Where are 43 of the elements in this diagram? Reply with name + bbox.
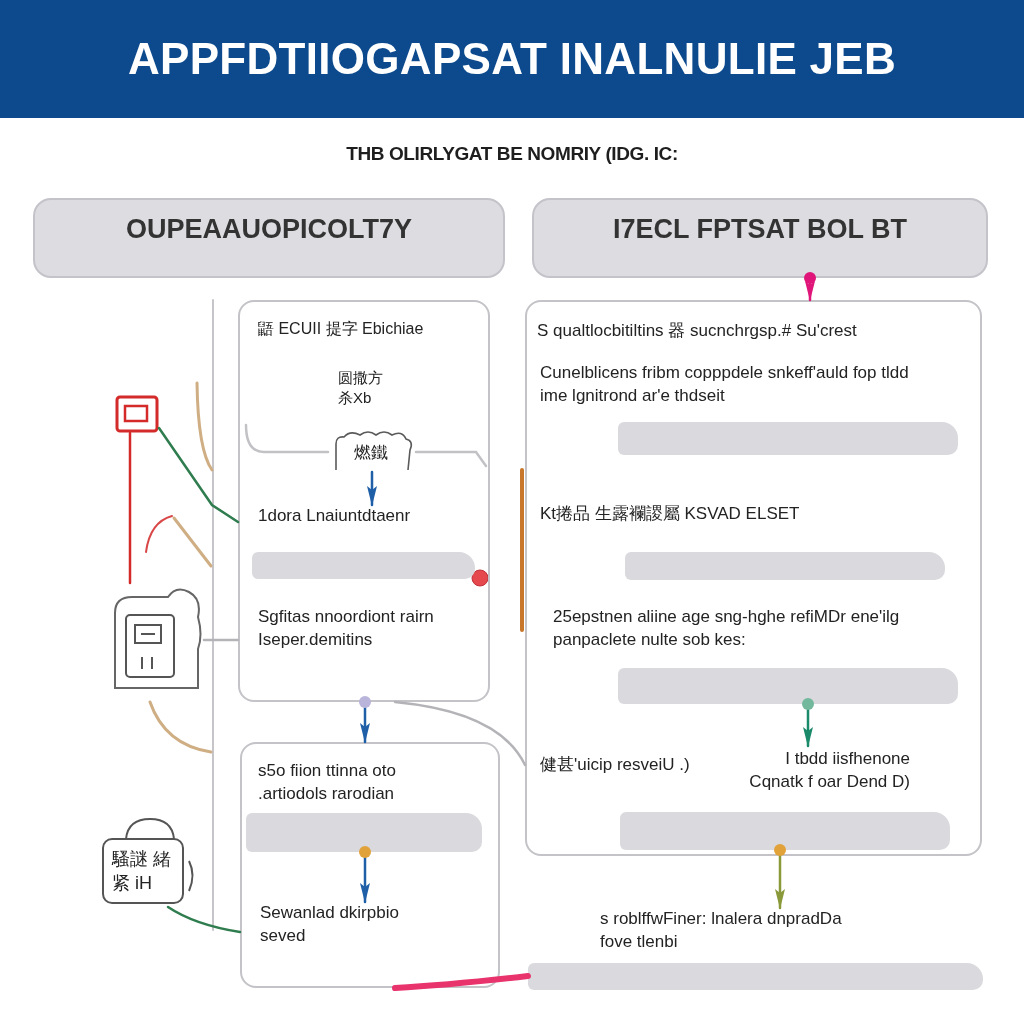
placeholder-bar (252, 552, 475, 579)
cloud-text: 燃鐵 (354, 442, 388, 464)
body-text: I tbdd iisfhenone Cqnatk f oar Dend D) (748, 748, 910, 793)
body-text: 25epstnen aliine age sng-hghe refiMDr ene'ilg panpaclete nulte sob kes: (553, 606, 913, 652)
arrow (774, 844, 786, 910)
connector-line (128, 431, 132, 585)
body-text: Sewanlad dkirpbio seved (260, 902, 435, 948)
body-text: Cunelblicens fribm copppdele snkeff'auld fop tldd ime lgnitrond ar'e thdseit (540, 362, 940, 408)
placeholder-bar (618, 668, 958, 704)
placeholder-bar (620, 812, 950, 850)
connector-line (393, 700, 527, 767)
category-header (532, 198, 988, 278)
body-text: 圆撒方杀Xb (338, 368, 388, 409)
panel (525, 300, 982, 856)
placeholder-bar (618, 422, 958, 455)
arrow (804, 272, 816, 302)
placeholder-bar (246, 813, 482, 852)
placeholder-bar (625, 552, 945, 580)
header-text: OUPEAAUOPICOLT7Y (126, 214, 412, 245)
body-text: Sgfitas nnoordiont rairn Iseper.demitins (258, 606, 483, 652)
panel (238, 300, 490, 702)
panel-heading: s5o fiion ttinna oto .artiodols rarodian (258, 760, 397, 805)
connector-line (166, 905, 242, 934)
header-text: I7ECL FPTSAT BOL BT (613, 214, 907, 245)
panel-heading: 鼯 ECUII 提字 Ebichiae (258, 319, 424, 339)
category-header (33, 198, 505, 278)
subtitle: THB OLIRLYGAT BE NOMRIY (IDG. IC: (346, 143, 678, 165)
placeholder-bar (528, 963, 983, 990)
arrow (359, 696, 371, 744)
connector-line (392, 973, 531, 991)
arrow (802, 698, 814, 748)
panel (240, 742, 500, 988)
tag-text: 騷謎 緒紧 iH (112, 848, 172, 896)
body-text: s roblffwFiner: lnalera dnpradDa fove tlenbi (600, 908, 845, 954)
title: APPFDTIIOGAPSAT INALNULIE JEB (127, 34, 897, 84)
panel-heading: S qualtlocbitiltins 器 sucnchrgsp.# Su'crest (537, 320, 857, 342)
body-text: Kt捲品 生露襴謖屬 KSVAD ELSET (540, 503, 800, 526)
body-text: 健甚'uicip resveiU .) (540, 754, 690, 776)
connector-line (202, 638, 240, 642)
body-text: 1dora Lnaiuntdtaenr (258, 505, 411, 528)
arrow (367, 470, 377, 507)
arrow (359, 846, 371, 904)
connector-line (157, 426, 240, 524)
